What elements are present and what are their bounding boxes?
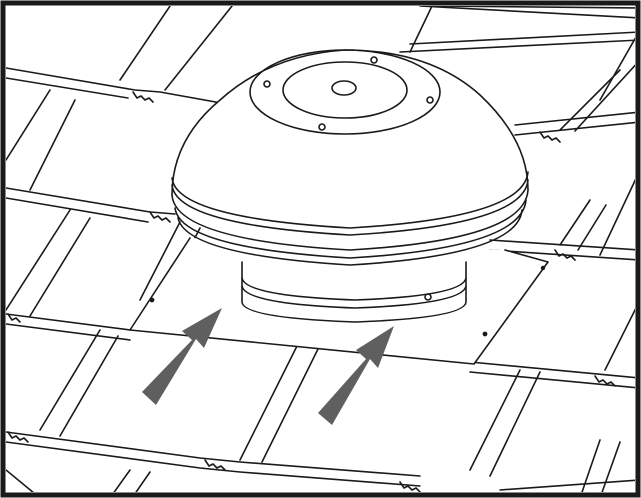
arrow-right-shape <box>318 326 394 425</box>
arrows <box>142 308 394 425</box>
vent-dome <box>171 49 529 266</box>
vent-collar <box>241 261 467 323</box>
arrow-left-shape <box>142 308 222 405</box>
roof-tiles <box>6 6 635 492</box>
